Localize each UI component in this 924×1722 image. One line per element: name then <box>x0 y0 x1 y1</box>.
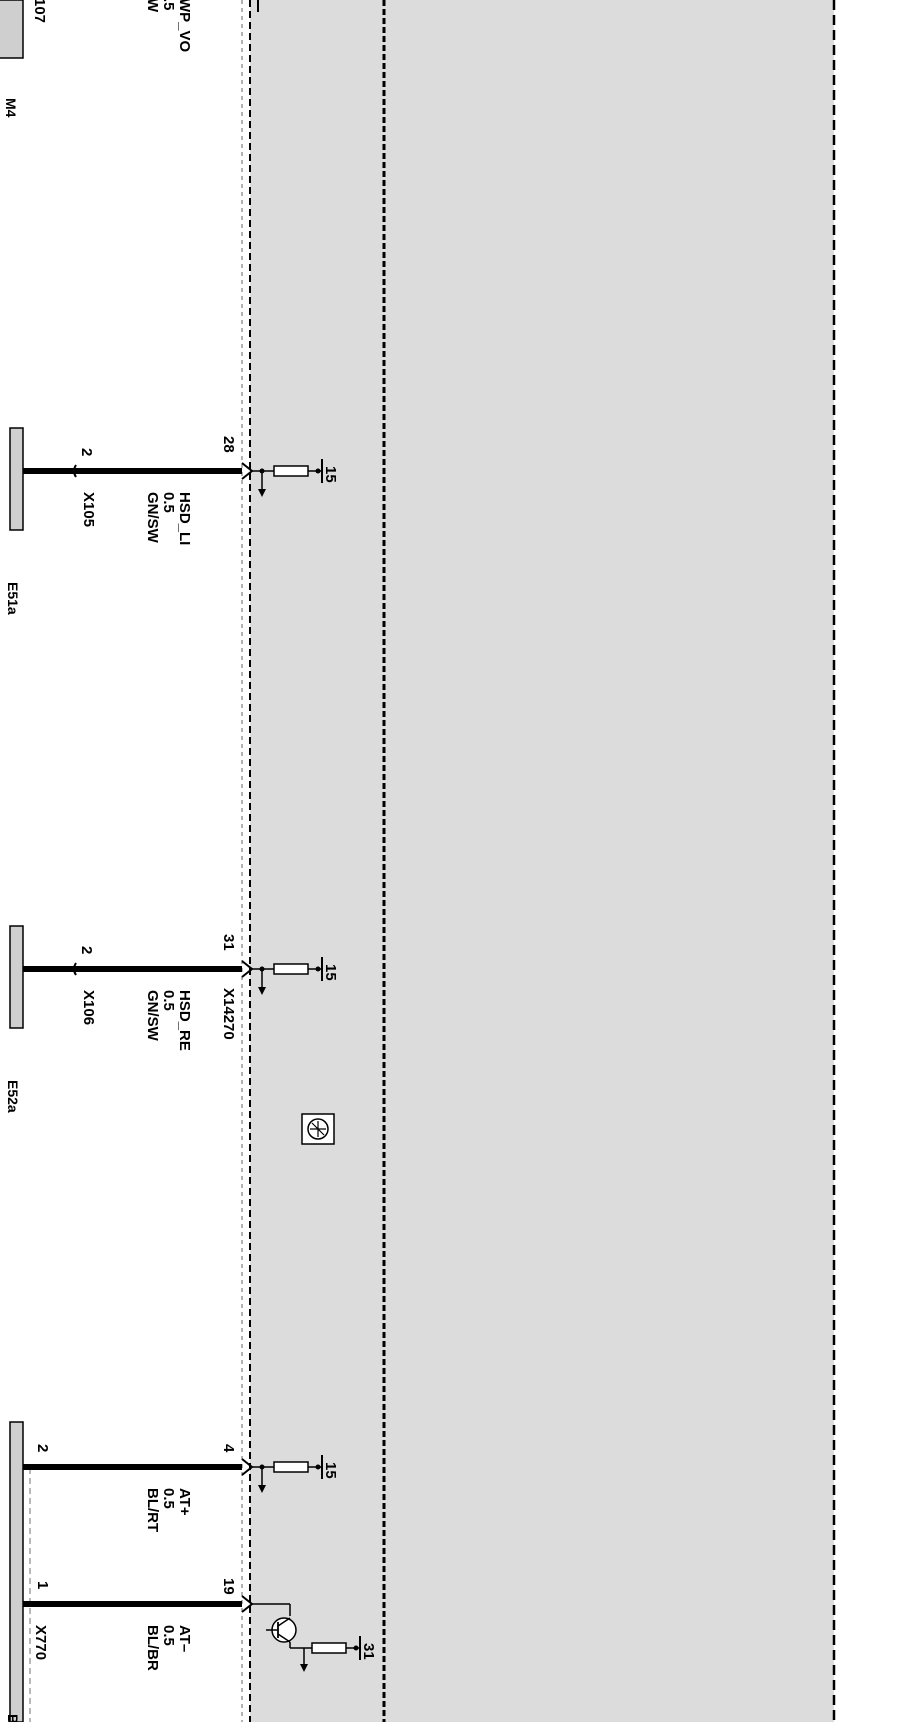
ecu-connector-x14270-label: X14270 <box>220 988 237 1040</box>
hsd-li-node <box>315 468 321 474</box>
hsd-re-output-arrow <box>258 987 266 995</box>
at-minus-color-label: BL/BR <box>144 1625 161 1671</box>
component-e51a-body <box>9 427 24 531</box>
esd-symbol-icon <box>301 1113 335 1145</box>
hsd-li-comp-pin: 2 <box>78 448 95 456</box>
at-plus-node <box>315 1464 321 1470</box>
component-e52a-body <box>9 925 24 1029</box>
at-minus-signal-label: AT– <box>176 1625 193 1652</box>
circuit-at-minus: 1 X770 19 AT– 0.5 BL/BR 31 <box>23 1578 377 1672</box>
transistor-collector <box>277 1617 291 1627</box>
at-minus-ecu-pin: 19 <box>220 1578 237 1595</box>
hsd-li-output-arrow <box>258 489 266 497</box>
hsd-re-color-label: GN/SW <box>144 990 161 1042</box>
circuit-hsd-re: E52a 2 X106 31 X14270 HSD_RE 0.5 GN/SW 1… <box>5 925 339 1113</box>
control-unit-body <box>250 0 834 1722</box>
transistor-emitter <box>277 1633 291 1643</box>
at-minus-size-label: 0.5 <box>160 1625 177 1646</box>
at-minus-ground-label: 31 <box>360 1643 377 1660</box>
hsd-re-supply-label: 15 <box>322 964 339 981</box>
component-b-body <box>9 1421 24 1722</box>
at-plus-output-arrow <box>258 1485 266 1493</box>
wp-vo-signal-label: WP_VO <box>176 0 193 53</box>
at-plus-comp-pin: 2 <box>34 1444 51 1452</box>
connector-x106-label: X106 <box>80 990 97 1025</box>
at-minus-comp-pin: 1 <box>34 1581 51 1589</box>
esd-symbol-circle <box>307 1118 329 1140</box>
component-e51a-label: E51a <box>5 582 21 615</box>
connector-107-label: 107 <box>31 0 48 23</box>
wp-vo-size-label: .5 <box>160 0 177 11</box>
hsd-re-resistor <box>273 963 309 975</box>
component-m4: M4 107 WP_VO .5 W <box>0 0 193 118</box>
component-e52a-label: E52a <box>5 1080 21 1113</box>
hsd-re-signal-label: HSD_RE <box>176 990 193 1051</box>
at-plus-ecu-pin: 4 <box>220 1444 237 1453</box>
hsd-li-signal-label: HSD_LI <box>176 492 193 545</box>
component-b-label: B <box>5 1714 21 1722</box>
circuit-hsd-li: E51a 2 X105 28 HSD_LI 0.5 GN/SW 15 <box>5 427 339 615</box>
hsd-li-color-label: GN/SW <box>144 492 161 544</box>
connector-x105-symbol <box>73 464 77 478</box>
at-plus-size-label: 0.5 <box>160 1488 177 1509</box>
hsd-li-resistor <box>273 465 309 477</box>
at-plus-signal-label: AT+ <box>176 1488 193 1516</box>
component-b: B <box>5 1421 31 1722</box>
component-m4-body <box>0 0 24 59</box>
hsd-re-comp-pin: 2 <box>78 946 95 954</box>
circuit-at-plus: 2 4 AT+ 0.5 BL/RT 15 <box>23 1444 339 1532</box>
component-m4-label: M4 <box>3 98 19 118</box>
hsd-re-size-label: 0.5 <box>160 990 177 1011</box>
at-plus-resistor <box>273 1461 309 1473</box>
connector-x105-label: X105 <box>80 492 97 527</box>
connector-x106-symbol <box>73 962 77 976</box>
at-plus-supply-label: 15 <box>322 1462 339 1479</box>
hsd-re-node <box>315 966 321 972</box>
connector-x770-label: X770 <box>32 1625 49 1660</box>
esd-symbol-mark <box>310 1121 326 1137</box>
at-minus-resistor <box>311 1642 347 1654</box>
at-minus-node <box>353 1645 359 1651</box>
at-minus-output-arrow <box>300 1664 308 1672</box>
hsd-re-ecu-pin: 31 <box>220 934 237 951</box>
hsd-li-size-label: 0.5 <box>160 492 177 513</box>
hsd-li-supply-label: 15 <box>322 466 339 483</box>
at-plus-color-label: BL/RT <box>144 1488 161 1532</box>
wp-vo-color-label: W <box>144 0 161 13</box>
hsd-li-ecu-pin: 28 <box>220 436 237 453</box>
